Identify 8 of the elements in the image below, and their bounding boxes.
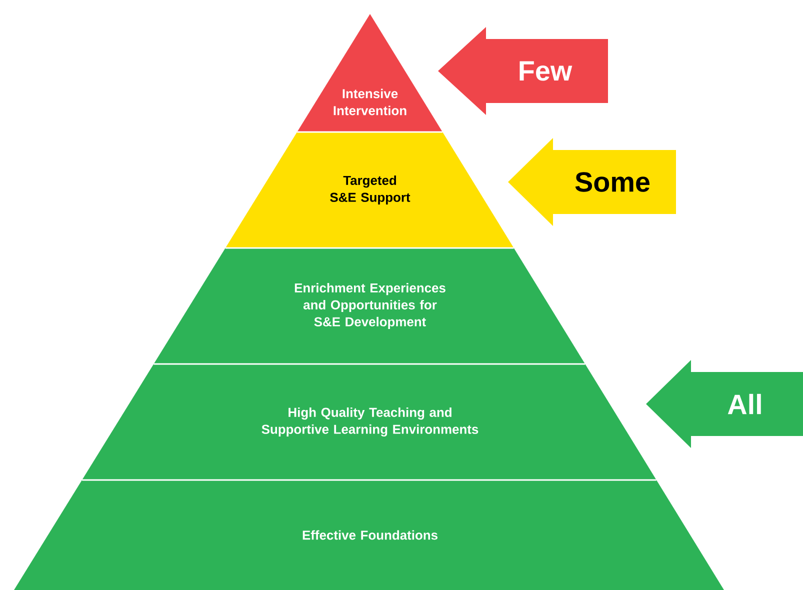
arrow-label: Few <box>438 27 608 115</box>
arrow-label: All <box>646 360 803 448</box>
pyramid-level: High Quality Teaching and Supportive Learning Environments <box>82 364 656 480</box>
pyramid-level: Intensive Intervention <box>297 14 442 132</box>
pyramid-level: Effective Foundations <box>14 480 724 590</box>
pyramid-level: Enrichment Experiences and Opportunities for S&E Development <box>154 248 586 364</box>
arrow-label: Some <box>508 138 676 226</box>
pyramid-level: Targeted S&E Support <box>225 132 514 248</box>
